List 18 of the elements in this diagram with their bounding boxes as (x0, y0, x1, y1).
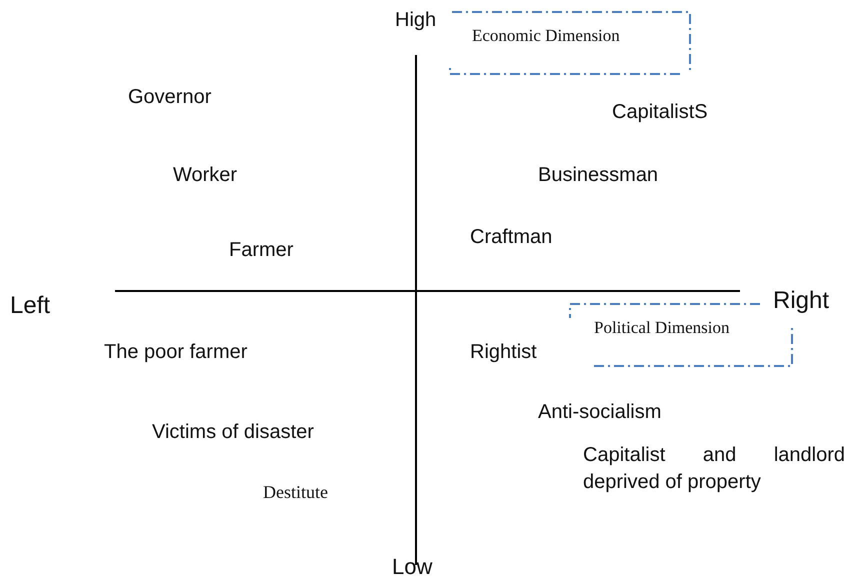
quadrant-label: Governor (128, 85, 212, 109)
axis-label: Right (773, 287, 830, 316)
dimension-label: Economic Dimension (472, 26, 620, 46)
dimension-label: Political Dimension (594, 318, 730, 338)
quadrant-label: Businessman (538, 163, 658, 187)
quadrant-label: CapitalistS (612, 100, 708, 124)
quadrant-label: Victims of disaster (152, 420, 314, 444)
quadrant-label: Farmer (229, 238, 294, 262)
quadrant-label: Rightist (470, 340, 537, 364)
quadrant-label: Destitute (263, 482, 328, 504)
quadrant-label: Capitalist and landlord deprived of property (583, 443, 845, 495)
quadrant-label: Anti-socialism (538, 400, 662, 424)
quadrant-label: The poor farmer (104, 340, 248, 364)
quadrant-label: Craftman (470, 225, 552, 249)
axis-label: Left (10, 292, 50, 321)
quadrant-label: Worker (173, 163, 238, 187)
axis-label: Low (392, 554, 432, 580)
axis-label: High (395, 8, 436, 32)
